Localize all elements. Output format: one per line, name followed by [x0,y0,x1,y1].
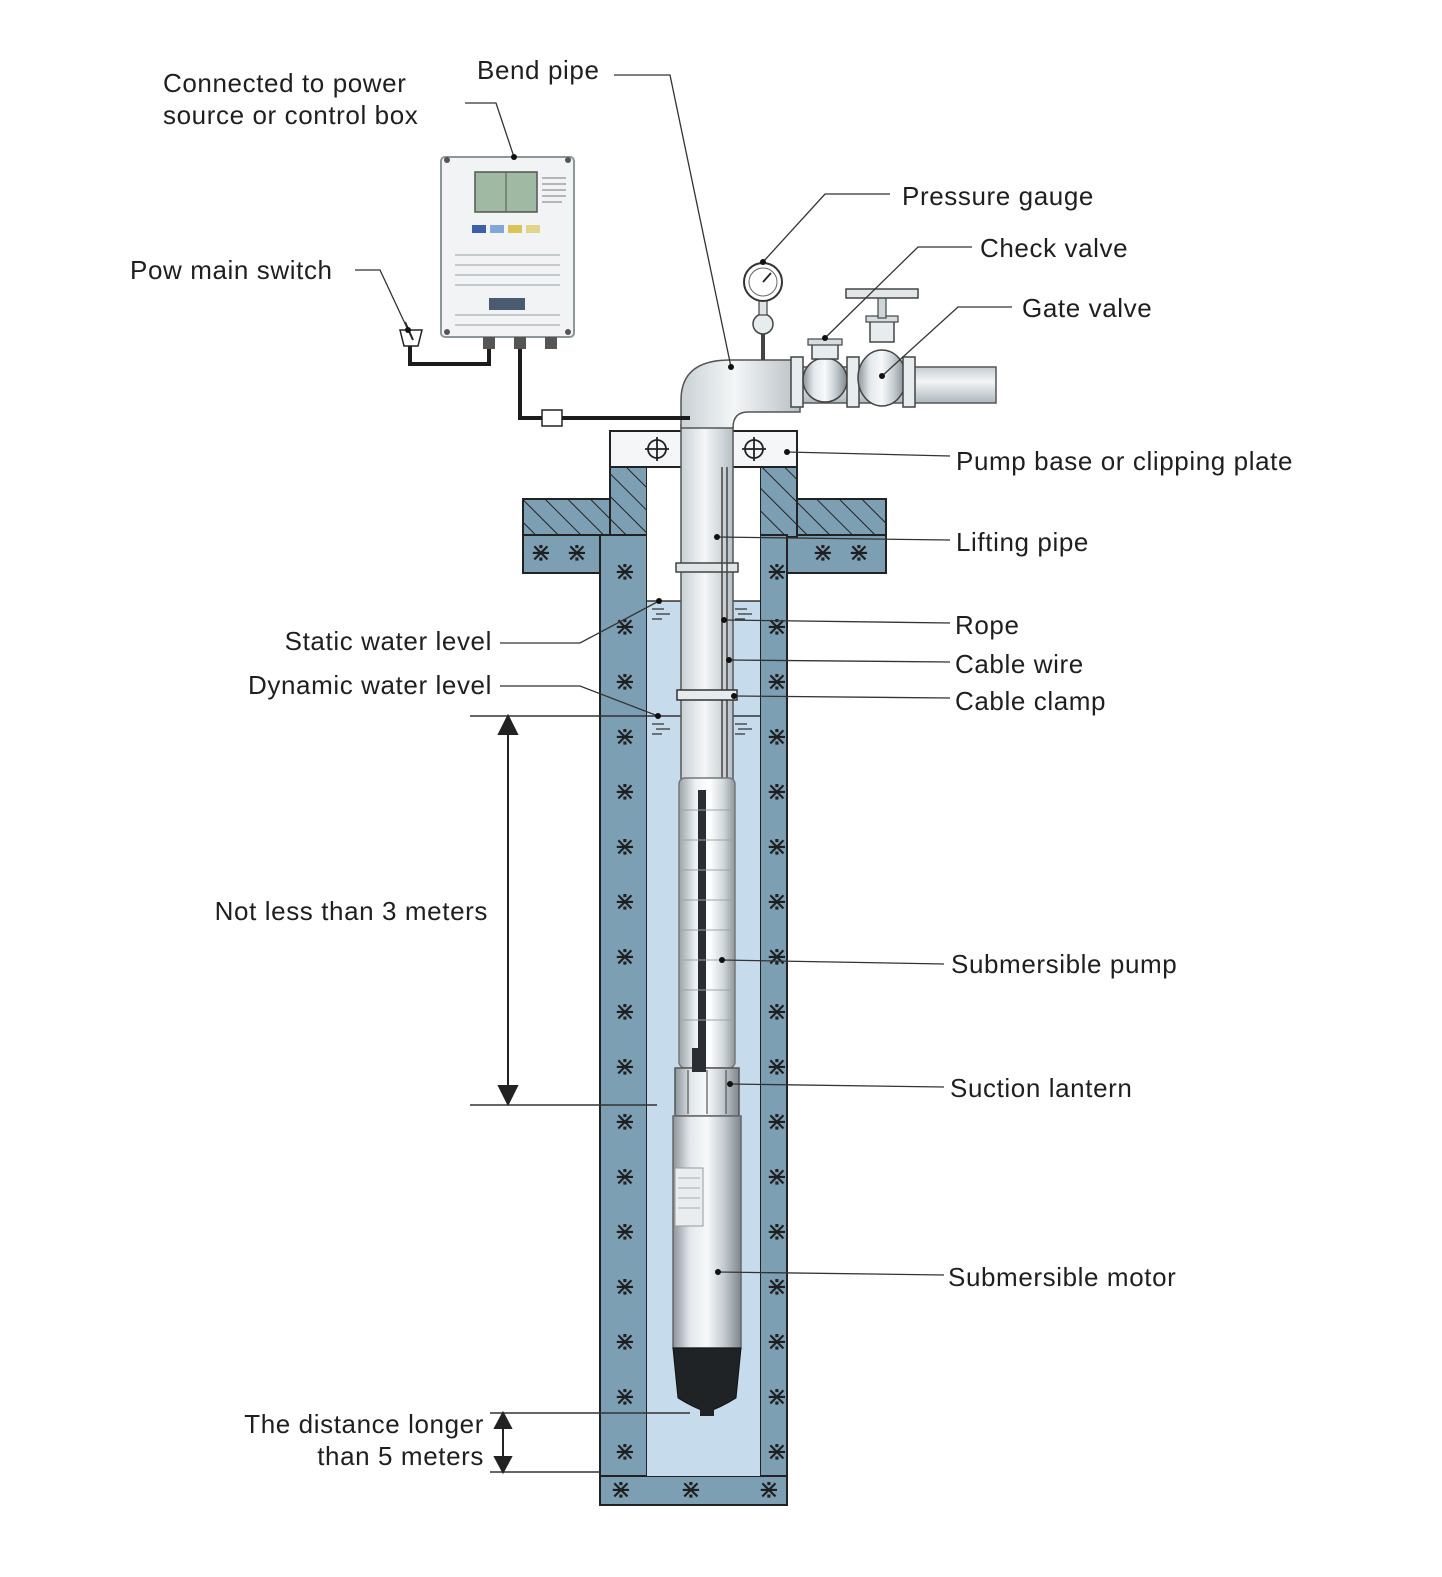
diagram-labels: Connected to power source or control box… [130,55,1293,1471]
cable-wire [721,467,728,780]
label-cable-wire: Cable wire [955,649,1084,679]
label-submersible-motor: Submersible motor [948,1262,1176,1292]
wall-texture-marks: ⋇ ⋇ ⋇ ⋇ ⋇ ⋇ ⋇ ⋇ ⋇ ⋇ ⋇ ⋇ ⋇ ⋇ ⋇ ⋇ ⋇ ⋇ ⋇ ⋇ ⋇ ⋇ ⋇ ⋇ ⋇ ⋇ ⋇… [530,537,870,1504]
svg-text:⋇: ⋇ [614,886,636,916]
svg-text:⋇: ⋇ [848,537,870,567]
motor-nameplate [674,1167,704,1227]
svg-text:⋇: ⋇ [614,941,636,971]
control-button [508,225,522,233]
bolt-icon [742,437,766,461]
label-pump-base: Pump base or clipping plate [956,446,1293,476]
label-pressure-gauge: Pressure gauge [902,181,1094,211]
leader-lines [355,74,1012,1276]
svg-text:⋇: ⋇ [812,537,834,567]
svg-text:⋇: ⋇ [766,1051,788,1081]
shaft-wall-bottom [599,1475,788,1506]
svg-text:⋇: ⋇ [766,996,788,1026]
svg-text:⋇: ⋇ [614,611,636,641]
label-dynamic-water-level: Dynamic water level [248,670,492,700]
svg-text:⋇: ⋇ [766,556,788,586]
svg-text:⋇: ⋇ [614,1161,636,1191]
svg-text:⋇: ⋇ [766,1326,788,1356]
svg-text:⋇: ⋇ [766,1381,788,1411]
lifting-pipe [675,424,739,781]
label-power-source-line1: Connected to power [163,68,407,98]
svg-text:⋇: ⋇ [566,537,588,567]
svg-text:⋇: ⋇ [758,1474,780,1504]
svg-text:⋇: ⋇ [766,886,788,916]
gate-valve-handwheel [845,288,919,299]
label-suction-lantern: Suction lantern [950,1073,1132,1103]
submersible-pump [674,777,740,1117]
cable-gland [545,337,557,349]
label-check-valve: Check valve [980,233,1128,263]
label-bend-pipe: Bend pipe [477,55,600,85]
switch-icon [399,321,423,347]
svg-text:⋇: ⋇ [766,721,788,751]
svg-text:⋇: ⋇ [614,1326,636,1356]
svg-text:⋇: ⋇ [680,1474,702,1504]
svg-text:⋇: ⋇ [610,1474,632,1504]
collar-right [759,466,798,538]
label-bottom-distance-line1: The distance longer [244,1409,484,1439]
label-cable-clamp: Cable clamp [955,686,1106,716]
svg-text:⋇: ⋇ [614,1436,636,1466]
svg-text:⋇: ⋇ [766,941,788,971]
water-ripples [652,608,752,735]
svg-text:⋇: ⋇ [766,611,788,641]
svg-text:⋇: ⋇ [530,537,552,567]
control-box-info-text [542,177,566,203]
label-gate-valve: Gate valve [1022,293,1152,323]
svg-text:⋇: ⋇ [766,1436,788,1466]
pressure-gauge [743,262,783,360]
leader-dots [405,154,885,1275]
svg-text:⋇: ⋇ [766,666,788,696]
svg-text:⋇: ⋇ [766,831,788,861]
svg-text:⋇: ⋇ [614,831,636,861]
control-button [490,225,504,233]
pump-cable-guard [698,790,706,1060]
label-power-source-line2: source or control box [163,100,418,130]
label-static-water-level: Static water level [285,626,492,656]
submersible-motor [672,1115,742,1416]
label-main-switch: Pow main switch [130,255,333,285]
cable-gland [483,337,495,349]
label-rope: Rope [955,610,1020,640]
cable-clamp [676,689,738,701]
svg-text:⋇: ⋇ [614,996,636,1026]
svg-text:⋇: ⋇ [766,1216,788,1246]
label-submersible-pump: Submersible pump [951,949,1177,979]
control-box [440,156,575,349]
svg-text:⋇: ⋇ [766,1161,788,1191]
label-bottom-distance-line2: than 5 meters [317,1441,484,1471]
bend-pipe [680,359,801,429]
svg-text:⋇: ⋇ [614,556,636,586]
label-min-depth: Not less than 3 meters [215,896,488,926]
depth-dimension-arrow [497,713,519,1107]
svg-text:⋇: ⋇ [614,721,636,751]
svg-text:⋇: ⋇ [614,1216,636,1246]
svg-text:⋇: ⋇ [614,1051,636,1081]
svg-text:⋇: ⋇ [614,666,636,696]
svg-text:⋇: ⋇ [614,1106,636,1136]
check-valve [790,338,860,408]
control-button [526,225,540,233]
svg-text:⋇: ⋇ [614,1271,636,1301]
pipe-coupling [675,562,739,573]
label-lifting-pipe: Lifting pipe [956,527,1089,557]
svg-text:⋇: ⋇ [614,776,636,806]
power-wiring [408,346,690,420]
svg-text:⋇: ⋇ [766,776,788,806]
svg-text:⋇: ⋇ [614,1381,636,1411]
svg-text:⋇: ⋇ [766,1271,788,1301]
cable-gland [514,337,526,349]
bolt-icon [645,437,669,461]
bottom-distance-arrow [493,1410,513,1475]
wire-connector [541,409,563,427]
svg-text:⋇: ⋇ [766,1106,788,1136]
collar-left [609,466,648,538]
control-button [472,225,486,233]
